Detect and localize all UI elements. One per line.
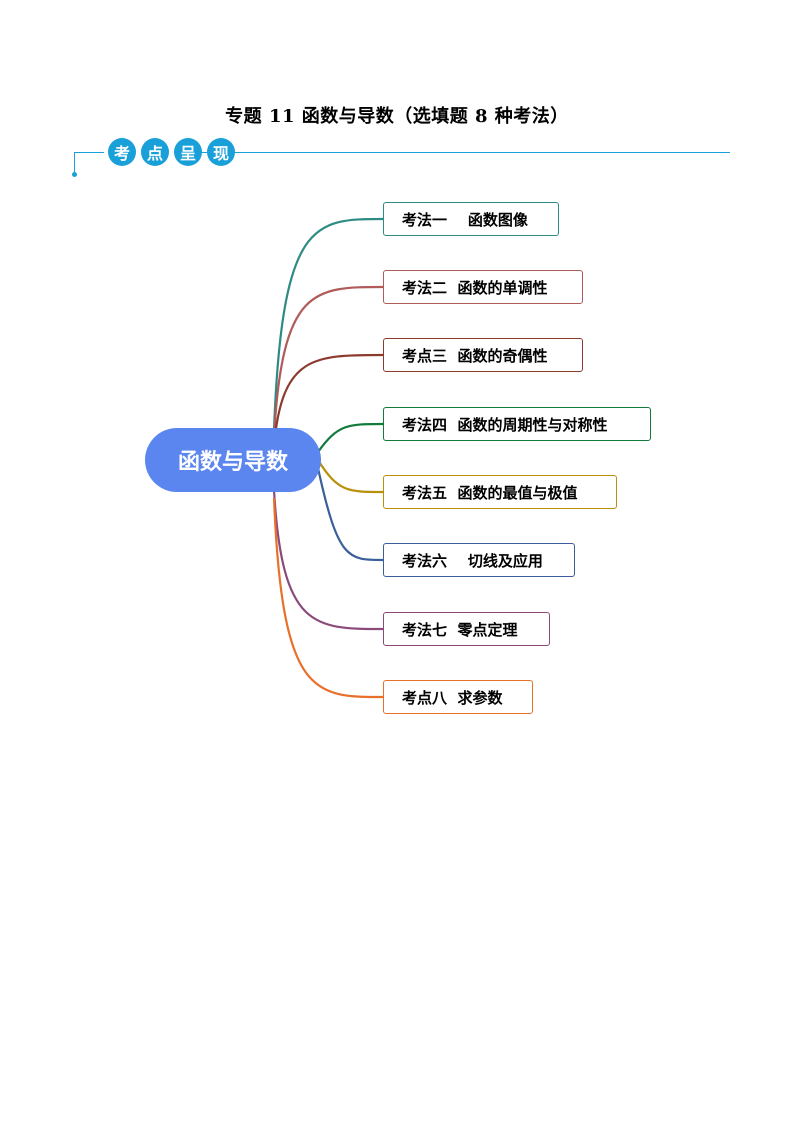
mindmap-branch-6: 考法六 切线及应用 bbox=[383, 543, 575, 577]
mindmap-branch-3: 考点三 函数的奇偶性 bbox=[383, 338, 583, 372]
section-badge: 呈 bbox=[174, 138, 202, 166]
mindmap-branch-8: 考点八 求参数 bbox=[383, 680, 533, 714]
branch-connector-6 bbox=[316, 467, 384, 562]
section-badge: 点 bbox=[141, 138, 169, 166]
mindmap-root: 函数与导数 bbox=[145, 428, 321, 492]
branch-connector-2 bbox=[272, 285, 384, 439]
section-badges: 考 点 呈 现 bbox=[108, 138, 235, 166]
branch-connector-1 bbox=[272, 217, 384, 431]
mindmap-branch-7: 考法七 零点定理 bbox=[383, 612, 550, 646]
header-rule-vertical bbox=[74, 152, 75, 174]
branch-connector-4 bbox=[317, 422, 384, 453]
mindmap-branch-4: 考法四 函数的周期性与对称性 bbox=[383, 407, 651, 441]
mindmap-branch-2: 考法二 函数的单调性 bbox=[383, 270, 583, 304]
mindmap-branch-1: 考法一 函数图像 bbox=[383, 202, 559, 236]
page-title: 专题 11 函数与导数（选填题 8 种考法） bbox=[225, 106, 569, 127]
header-rule-dot bbox=[72, 172, 77, 177]
branch-connector-7 bbox=[272, 489, 384, 631]
branch-connector-8 bbox=[272, 497, 384, 699]
header-rule bbox=[180, 152, 730, 153]
section-badge: 考 bbox=[108, 138, 136, 166]
branch-connector-3 bbox=[272, 353, 384, 447]
mindmap-branch-5: 考法五 函数的最值与极值 bbox=[383, 475, 617, 509]
header-rule-left bbox=[74, 152, 104, 153]
section-header: 考 点 呈 现 bbox=[70, 138, 730, 178]
branch-connector-5 bbox=[317, 459, 384, 494]
section-badge: 现 bbox=[207, 138, 235, 166]
